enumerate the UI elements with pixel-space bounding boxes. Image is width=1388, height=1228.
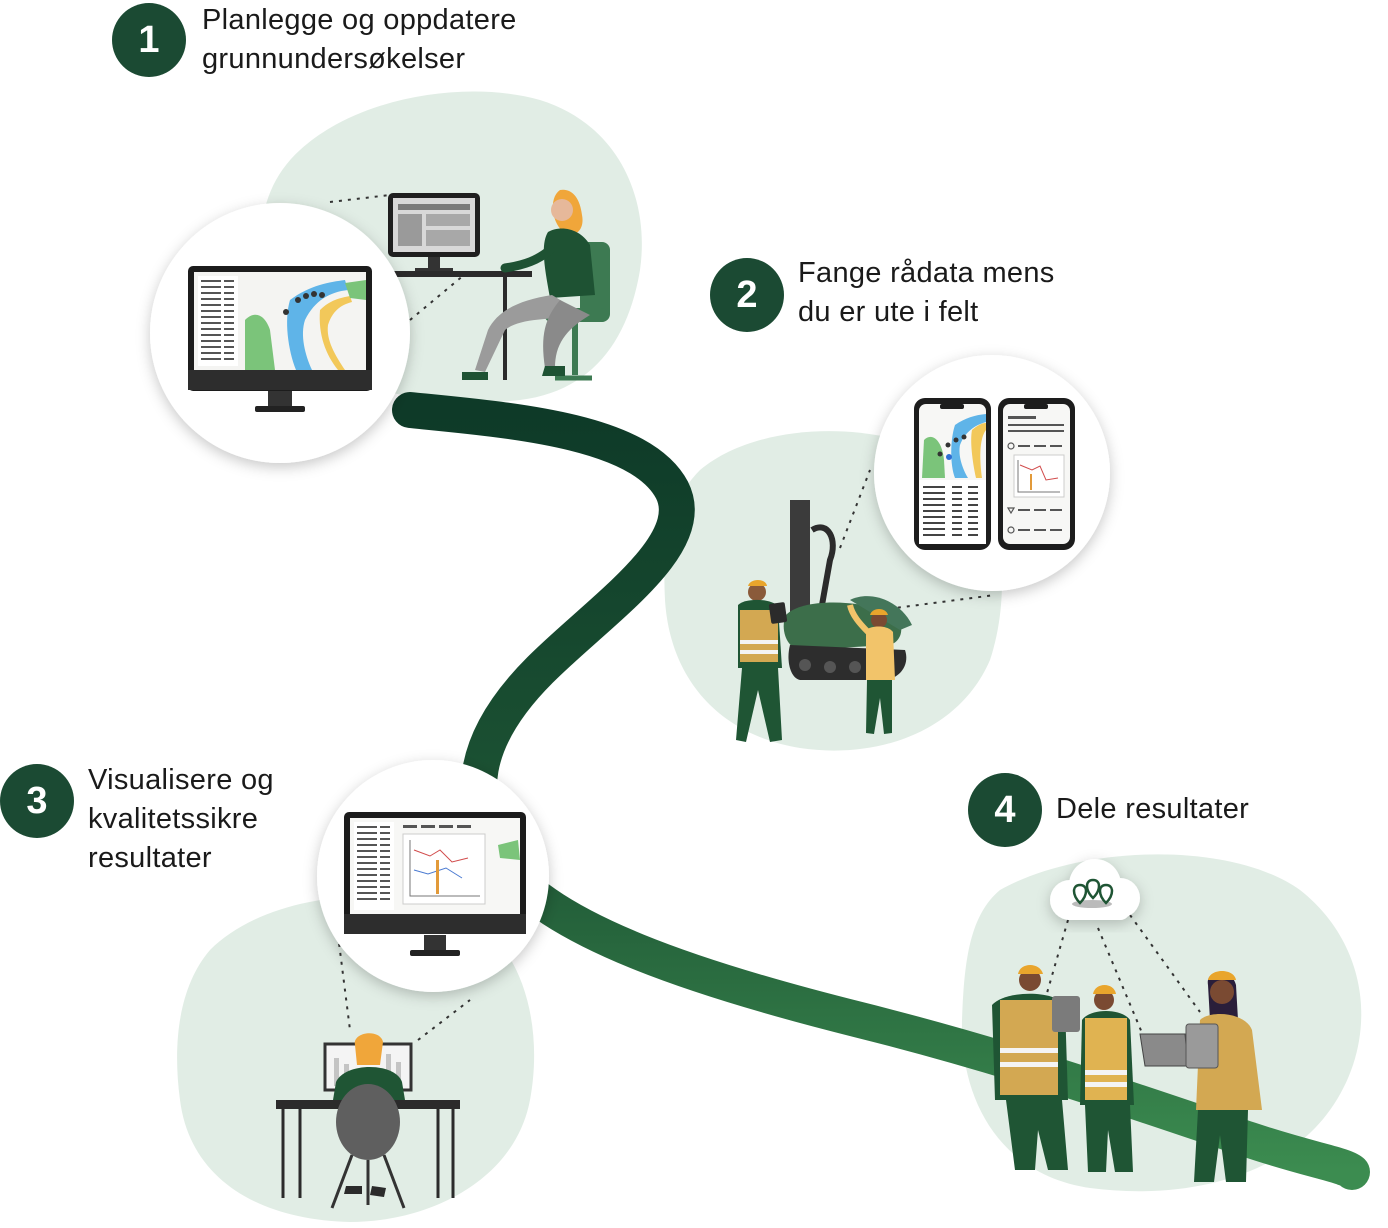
step-2-badge: 2 [710, 258, 784, 332]
step-1-badge: 1 [112, 3, 186, 77]
step-2-number: 2 [736, 273, 758, 316]
team-sharing-results-icon [992, 965, 1262, 1182]
step-4-label: Dele resultater [1056, 790, 1249, 829]
step-3-label-line-1: Visualisere og [88, 764, 274, 796]
step-2-label: Fange rådata mens du er ute i felt [798, 254, 1055, 332]
connector-lines [329, 194, 1201, 1041]
step-3-label-line-3: resultater [88, 842, 212, 874]
step-4-label-line-1: Dele resultater [1056, 793, 1250, 825]
step-1-label: Planlegge og oppdatere grunnundersøkelse… [202, 1, 517, 79]
step-3-number: 3 [26, 779, 48, 822]
step3-circle [317, 760, 549, 992]
step-1-label-line-1: Planlegge og oppdatere [202, 4, 517, 36]
step-2-label-line-1: Fange rådata mens [798, 257, 1055, 289]
step-2-label-line-2: du er ute i felt [798, 296, 979, 328]
analyst-at-desk-icon [276, 1033, 460, 1209]
office-worker-at-desk-icon [388, 189, 610, 381]
cloud-location-pins-icon [1050, 859, 1140, 920]
step-3-label-line-2: kvalitetssikre [88, 803, 259, 835]
step-1-label-line-2: grunnundersøkelser [202, 43, 466, 75]
desktop-map-monitor-icon [188, 266, 372, 412]
step2-circle [874, 355, 1110, 591]
step-1-number: 1 [138, 18, 160, 61]
field-workers-icon [736, 500, 912, 742]
step-3-badge: 3 [0, 764, 74, 838]
step-4-badge: 4 [968, 773, 1042, 847]
step1-circle [150, 203, 410, 463]
step-3-label: Visualisere og kvalitetssikre resultater [88, 761, 274, 878]
phone-map-app-icon [914, 398, 991, 550]
desktop-chart-monitor-icon [344, 812, 526, 956]
step-4-number: 4 [994, 788, 1016, 831]
phone-log-app-icon [998, 398, 1075, 550]
